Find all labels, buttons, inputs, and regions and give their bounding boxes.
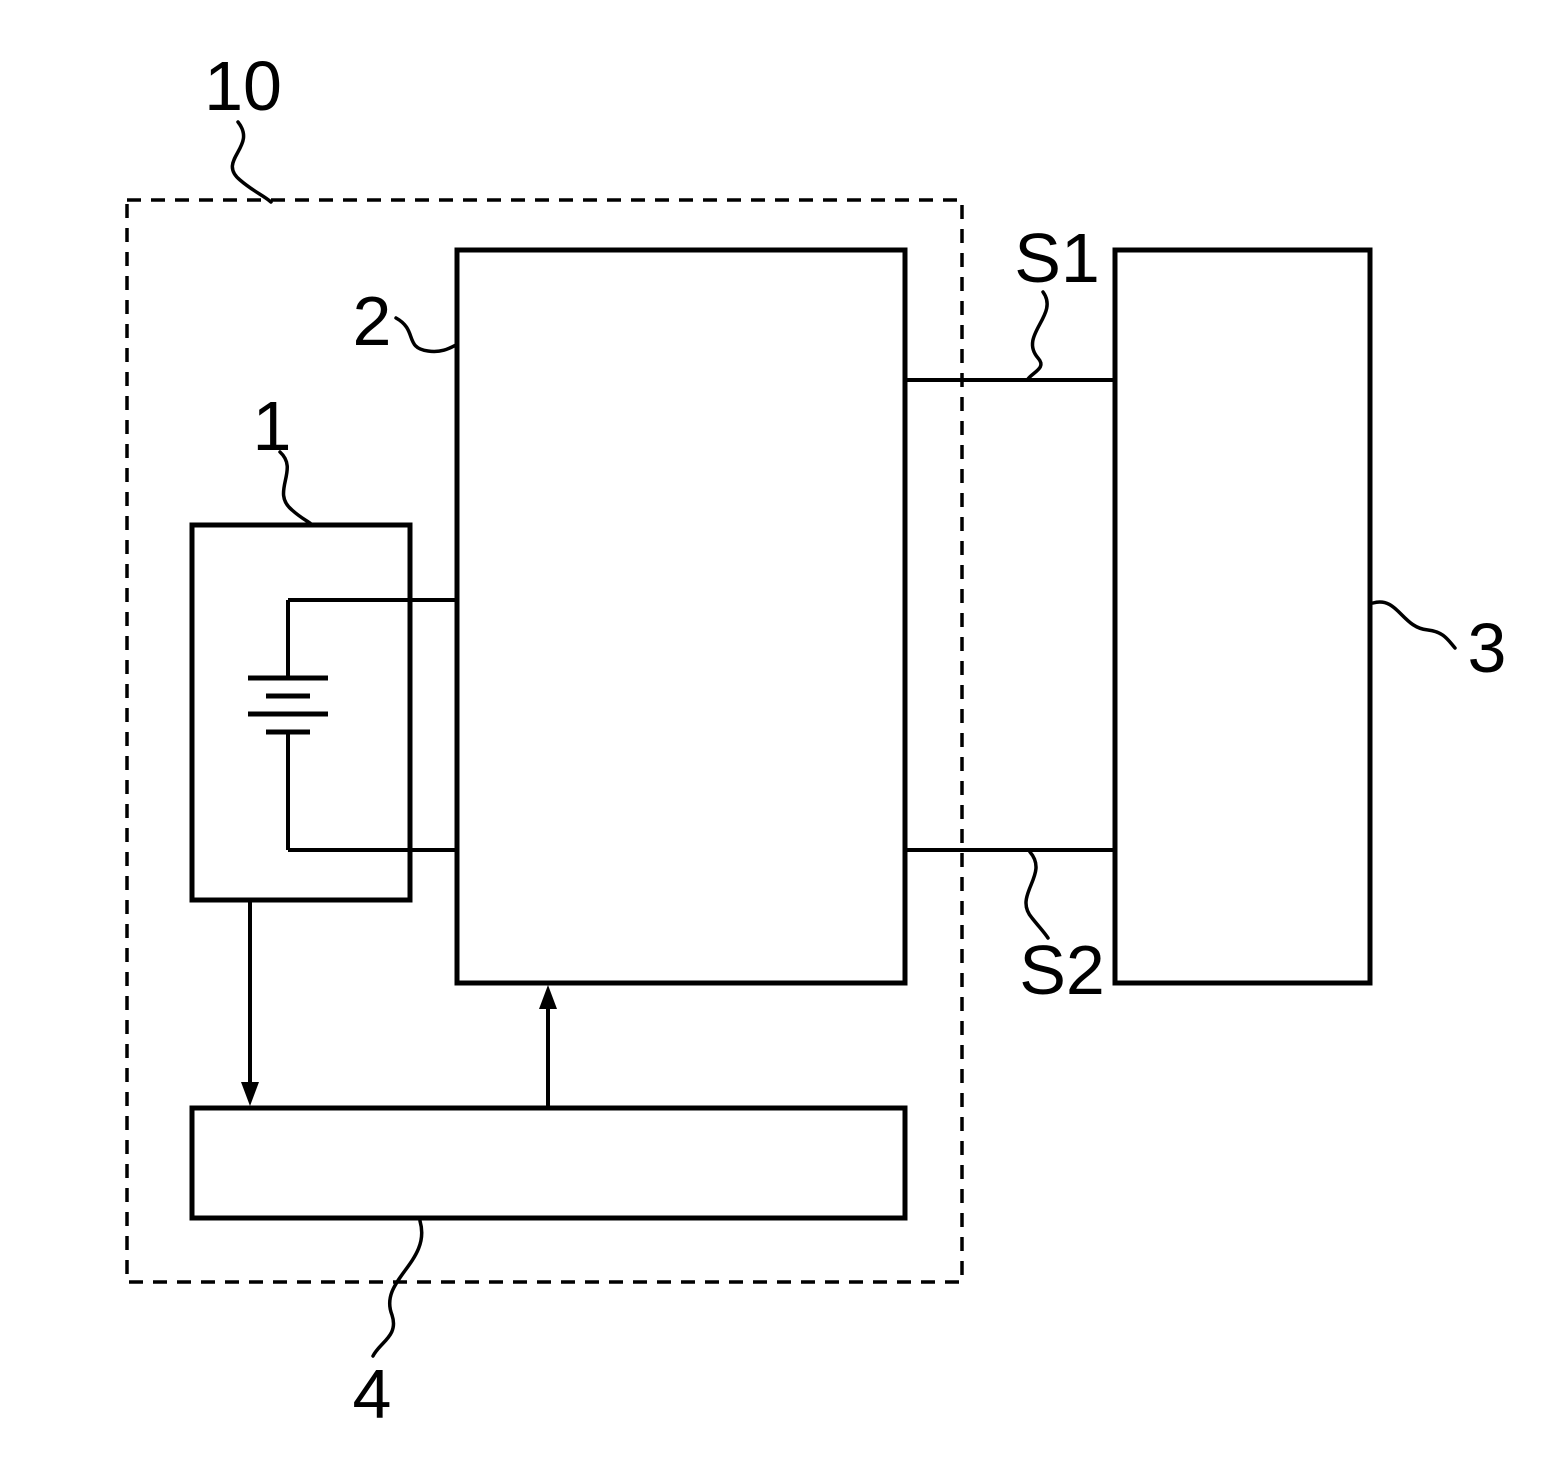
block-1-rect bbox=[189, 522, 413, 903]
leader-4 bbox=[371, 1219, 424, 1358]
leader-s1 bbox=[1026, 290, 1049, 381]
label-signal-s1: S1 bbox=[1014, 219, 1100, 297]
leader-s2 bbox=[1024, 850, 1050, 940]
label-block-1: 1 bbox=[253, 387, 292, 465]
leader-3 bbox=[1371, 600, 1457, 650]
label-block-3: 3 bbox=[1468, 609, 1507, 687]
label-block-2: 2 bbox=[353, 282, 392, 360]
battery-wires bbox=[286, 598, 457, 852]
label-signal-s2: S2 bbox=[1019, 931, 1105, 1009]
label-system-10: 10 bbox=[204, 47, 282, 125]
arrow-block1-to-block4 bbox=[241, 900, 259, 1106]
battery-icon bbox=[248, 675, 328, 735]
block-3-rect bbox=[1112, 247, 1373, 986]
label-block-4: 4 bbox=[353, 1355, 392, 1433]
system-boundary-box bbox=[125, 198, 964, 1284]
leader-2 bbox=[394, 316, 458, 354]
leader-10 bbox=[230, 120, 273, 204]
leader-lines bbox=[230, 120, 1457, 1358]
arrow-block4-to-block2 bbox=[539, 985, 557, 1108]
leader-1 bbox=[278, 450, 313, 526]
block-4-rect bbox=[189, 1105, 908, 1221]
block-2-rect bbox=[454, 247, 908, 986]
